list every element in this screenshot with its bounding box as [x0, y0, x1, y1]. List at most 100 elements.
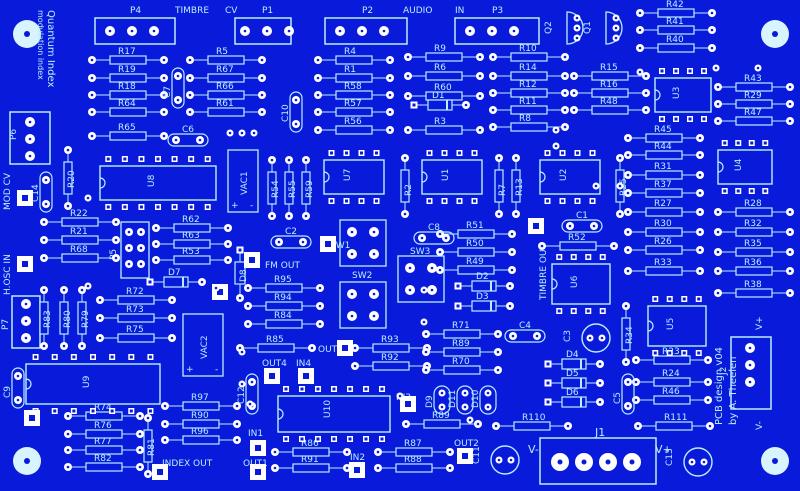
jack-in1 [250, 440, 266, 456]
label-d5: D5 [566, 369, 579, 379]
pad [244, 320, 252, 328]
label-r14: R14 [519, 63, 537, 73]
pad [404, 53, 412, 61]
resistor-r12 [493, 88, 565, 98]
pad [696, 171, 704, 179]
pad [476, 92, 484, 100]
resistor-r70 [426, 365, 498, 375]
pad [745, 343, 755, 353]
pad [636, 44, 644, 52]
square-pad [347, 436, 353, 442]
square-pad [585, 254, 592, 260]
pad [704, 356, 712, 364]
label-r81: R81 [147, 438, 157, 456]
label-q2: Q2 [544, 21, 554, 34]
pad [786, 289, 794, 297]
square-pad [666, 350, 673, 356]
pad [152, 240, 160, 248]
label-vac1: VAC1 [240, 171, 250, 195]
pad [573, 34, 581, 42]
pad [21, 333, 31, 343]
label-r35: R35 [744, 239, 762, 249]
pad [508, 230, 516, 238]
capacitor-c6 [167, 133, 209, 147]
pad [64, 202, 72, 210]
resistor-r32 [718, 227, 790, 237]
pad [438, 403, 446, 411]
resistor-r3 [408, 125, 480, 135]
resistor-r9 [408, 52, 480, 62]
square-pad [426, 198, 433, 204]
capacitor-c9 [11, 367, 25, 409]
jack-timbre-out [528, 218, 544, 234]
switch-sw3 [397, 255, 445, 303]
label-v-minus: V- [528, 443, 539, 456]
pad [268, 212, 276, 220]
pad [487, 26, 497, 36]
resistor-r66 [190, 90, 262, 100]
square-pad [70, 408, 77, 414]
pad [461, 389, 469, 397]
label-r26: R26 [654, 237, 672, 247]
pad [508, 266, 516, 274]
square-pad [109, 408, 116, 414]
pad [596, 379, 604, 387]
diode-d9 [433, 385, 451, 415]
pad [299, 238, 307, 246]
pad [84, 282, 92, 290]
pad [136, 446, 144, 454]
label-r93: R93 [381, 335, 399, 345]
pad [573, 24, 581, 32]
label-r3: R3 [434, 117, 446, 127]
pad [696, 151, 704, 159]
pad [258, 91, 266, 99]
square-pad [410, 101, 418, 109]
label-v-plus: V+ [655, 443, 672, 456]
label-r89: R89 [452, 339, 470, 349]
pad [552, 142, 560, 150]
square-pad [379, 436, 385, 442]
label-r19: R19 [118, 65, 136, 75]
pad [461, 403, 469, 411]
resistor-r63 [156, 239, 228, 249]
pad [271, 448, 279, 456]
jack-h-osc-in [17, 256, 33, 272]
pad [696, 134, 704, 142]
square-pad [121, 156, 128, 162]
label-r47: R47 [744, 108, 762, 118]
pad [314, 74, 322, 82]
square-pad [363, 436, 369, 442]
pad [21, 316, 31, 326]
label-r10: R10 [519, 44, 537, 54]
label-u10: U10 [323, 400, 333, 418]
label-d2: D2 [476, 272, 489, 282]
resistor-r37 [628, 188, 700, 198]
pad [561, 89, 569, 97]
label-in: IN [455, 6, 464, 16]
mounting-holes [13, 20, 789, 475]
label-out3: OUT3 [318, 345, 343, 355]
pad [186, 74, 194, 82]
resistor-r40 [640, 43, 712, 53]
resistor-r22 [44, 217, 116, 227]
resistor-r73 [100, 313, 172, 323]
label-p2: P2 [362, 6, 373, 16]
pad [369, 311, 379, 321]
pad [462, 101, 470, 109]
capacitor-c2 [270, 235, 312, 249]
pad [226, 129, 234, 137]
label-r49: R49 [466, 257, 484, 267]
square-pad [138, 204, 145, 210]
resistor-r17 [92, 55, 164, 65]
resistor-r48 [574, 105, 646, 115]
pad [174, 96, 182, 104]
square-pad [456, 198, 463, 204]
pad [786, 100, 794, 108]
label-r1: R1 [344, 65, 356, 75]
square-pad [556, 254, 563, 260]
pad [476, 72, 484, 80]
pad [708, 26, 716, 34]
square-pad [109, 354, 116, 360]
square-pad [204, 204, 211, 210]
pad [233, 402, 241, 410]
